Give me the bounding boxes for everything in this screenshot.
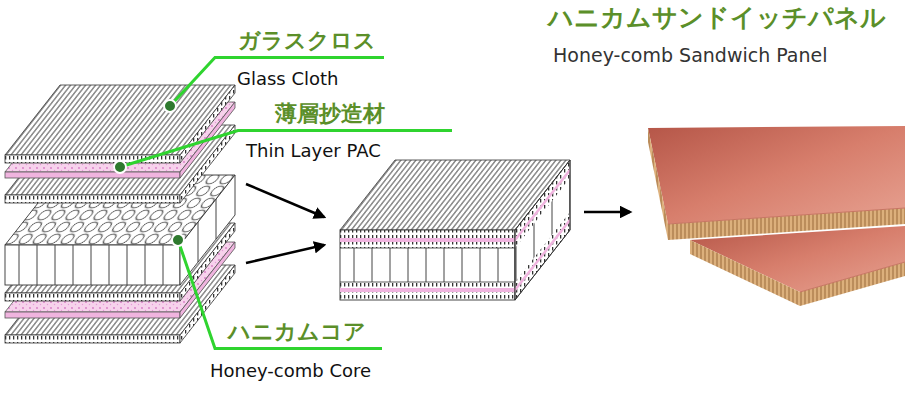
title: ハニカムサンドイッチパネル bbox=[548, 2, 886, 33]
leader-dot bbox=[114, 161, 126, 173]
part-name: ガラスクロス bbox=[238, 27, 376, 55]
part-name: Glass Cloth bbox=[237, 68, 339, 91]
leader-line bbox=[178, 240, 382, 349]
leader-line bbox=[120, 131, 452, 168]
part-name: Honey-comb Core bbox=[210, 360, 371, 383]
leader-line bbox=[170, 58, 384, 107]
part-name: ハニカムコア bbox=[228, 318, 366, 346]
leader-dot bbox=[164, 100, 176, 112]
leader-dot bbox=[172, 234, 184, 246]
part-name: 薄層抄造材 bbox=[275, 100, 385, 128]
subtitle: Honey-comb Sandwich Panel bbox=[553, 44, 828, 68]
part-name: Thin Layer PAC bbox=[246, 140, 381, 163]
